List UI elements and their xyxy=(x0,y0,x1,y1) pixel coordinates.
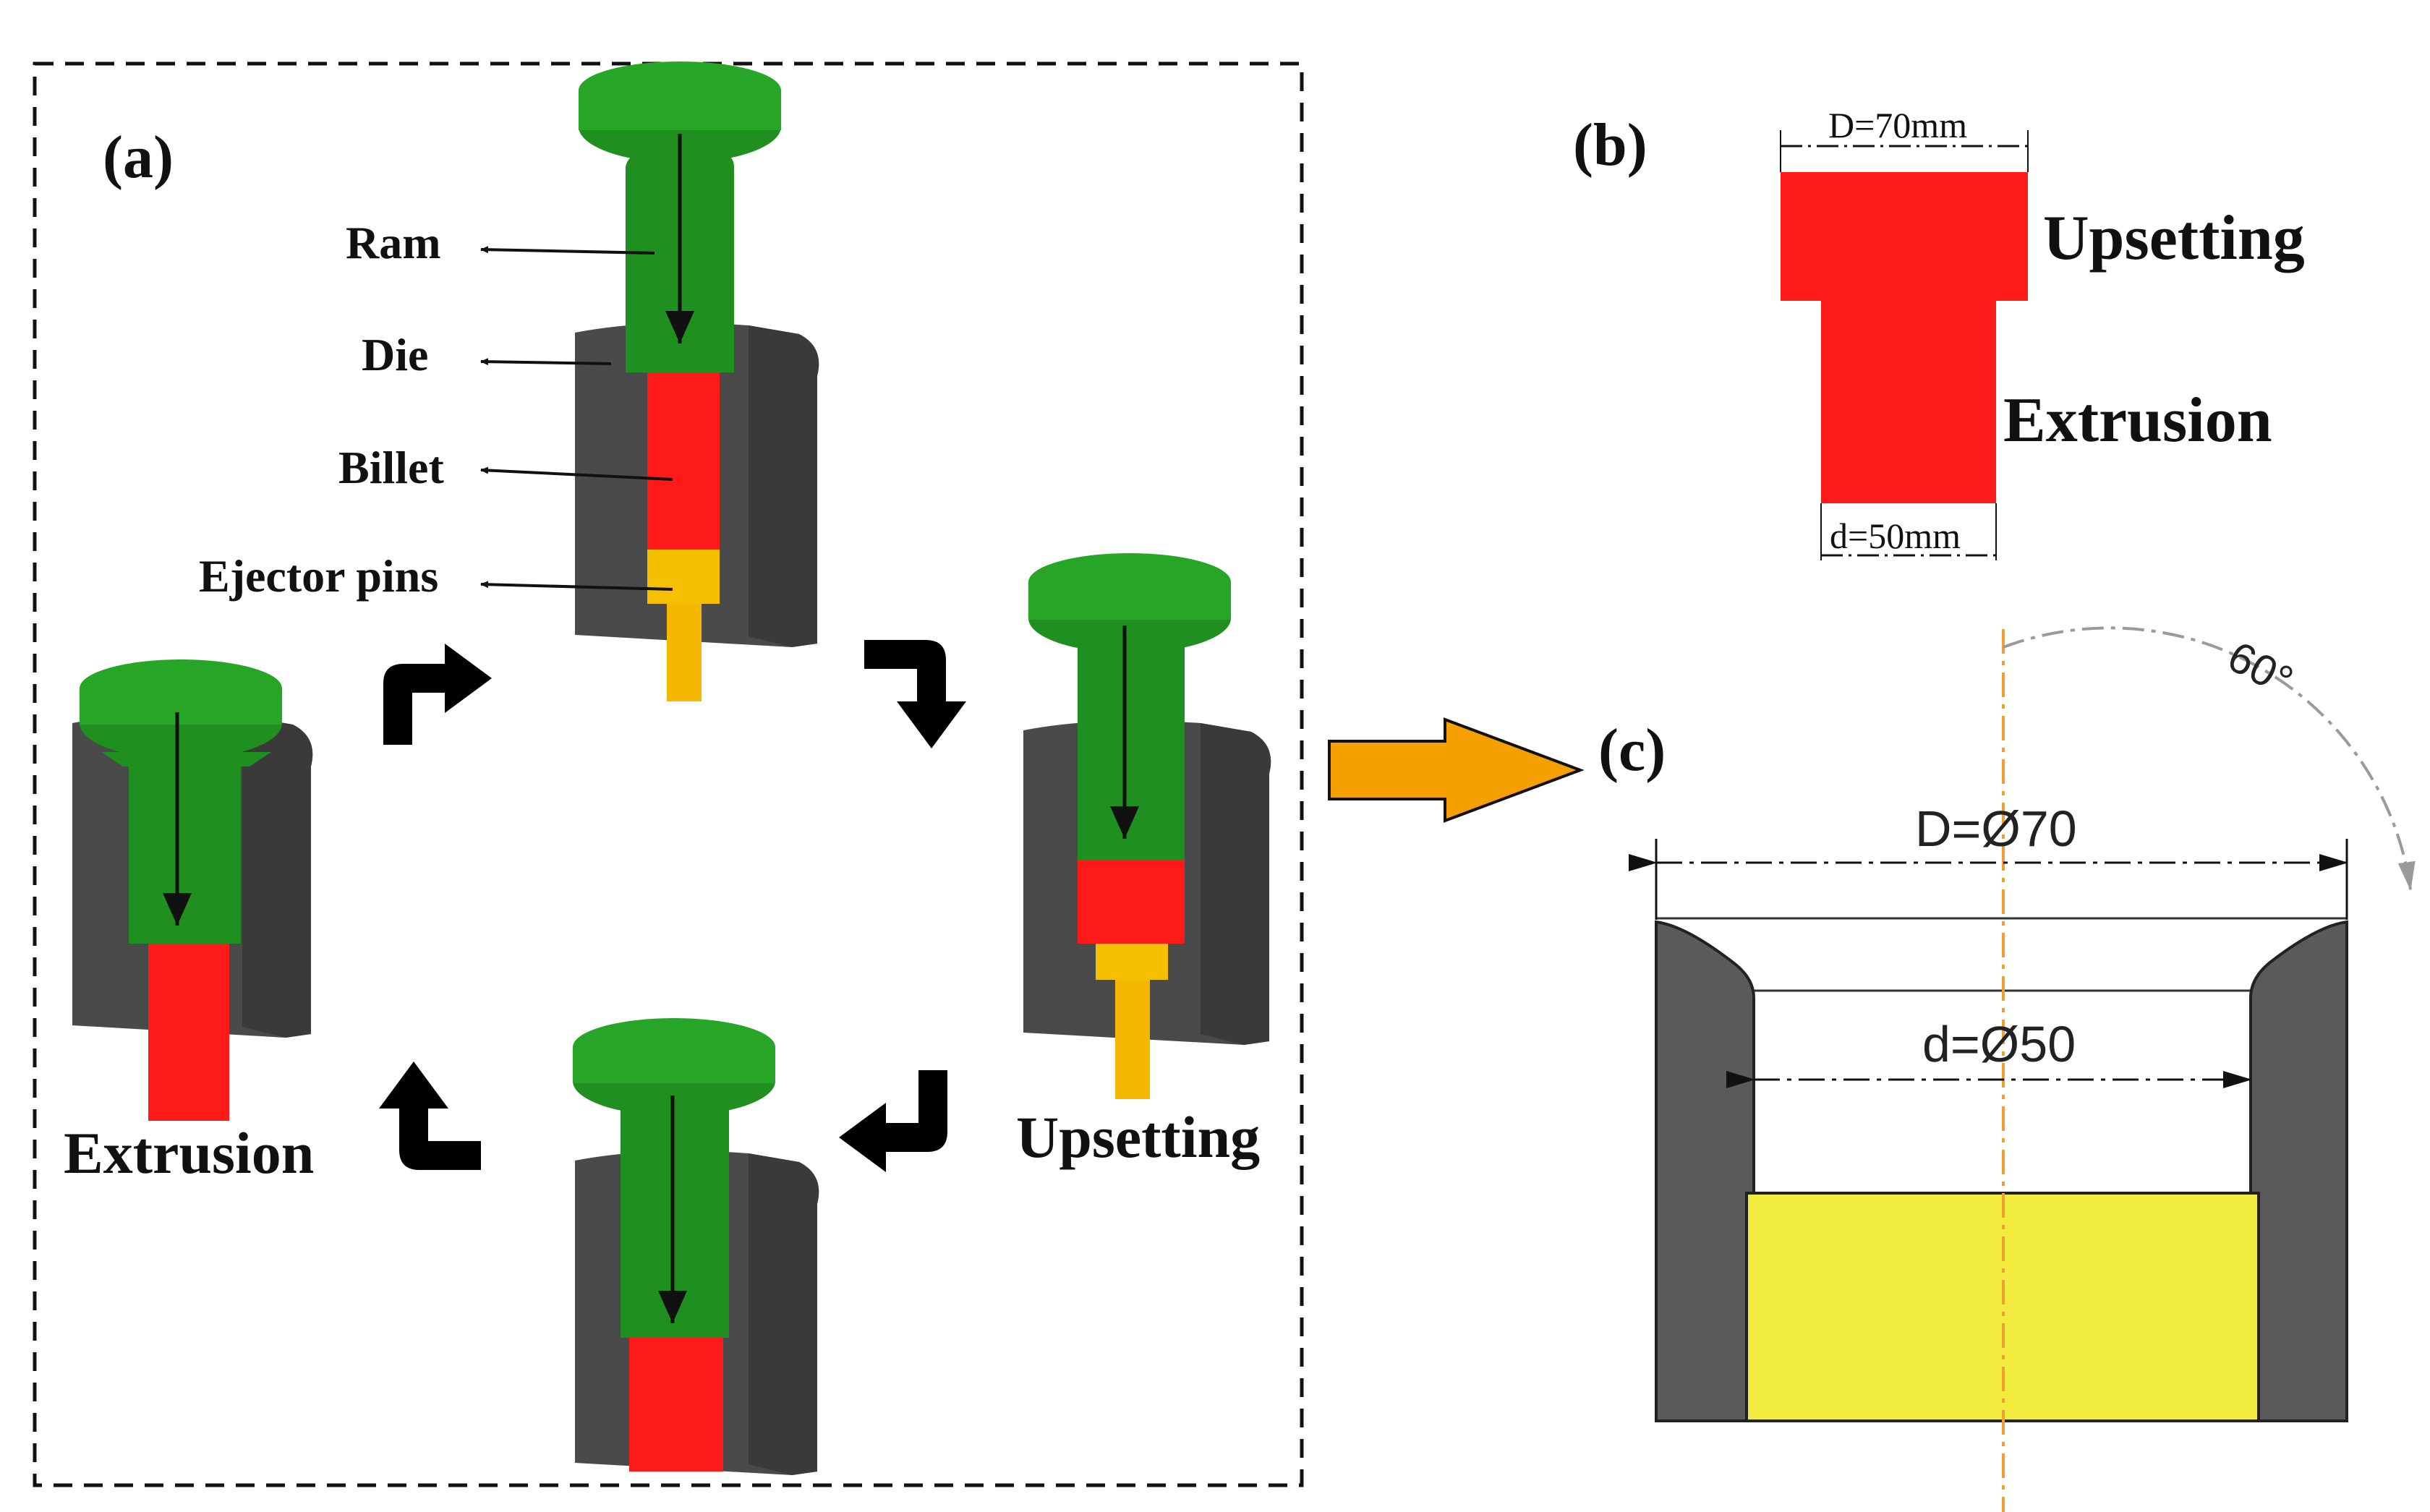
billet-left xyxy=(148,940,229,1121)
angle-arc xyxy=(2003,626,2416,891)
ram-stem-right xyxy=(1078,644,1185,860)
die-cross-section xyxy=(1655,917,2348,1422)
label-upsetting-b: Upsetting xyxy=(2043,203,2305,273)
stage-label-upsetting: Upsetting xyxy=(1016,1104,1260,1170)
billet-upsetting-section xyxy=(1781,172,2028,301)
die-wall-right xyxy=(2249,920,2348,1422)
panel-a-frame xyxy=(33,61,1304,1487)
label-die: Die xyxy=(362,329,428,380)
ram-stem-left xyxy=(129,752,241,944)
ejector-pin-right xyxy=(1115,962,1150,1099)
station-top xyxy=(575,61,819,701)
panel-a-tag: (a) xyxy=(103,124,174,191)
dim-d-label: d=50mm xyxy=(1830,516,1961,556)
dim-bottom-b xyxy=(1820,503,1997,560)
label-billet: Billet xyxy=(338,442,444,493)
stage-label-extrusion: Extrusion xyxy=(64,1120,314,1186)
cycle-arrow-3 xyxy=(839,1070,947,1172)
billet-extrusion-section xyxy=(1821,301,1996,503)
cycle-arrow-1 xyxy=(383,644,492,745)
billet-profile xyxy=(1781,172,2028,503)
dim-outer-label: D=Ø70 xyxy=(1915,800,2077,857)
label-ejector: Ejector pins xyxy=(199,550,438,602)
dim-inner-label: d=Ø50 xyxy=(1922,1016,2076,1072)
cycle-arrow-4 xyxy=(379,1062,481,1170)
label-extrusion-b: Extrusion xyxy=(2003,385,2272,456)
panel-b-tag: (b) xyxy=(1573,111,1647,179)
billet-top xyxy=(647,365,720,550)
ram-stem-bottom xyxy=(621,1106,729,1338)
dim-top-b xyxy=(1780,130,2029,172)
ejector-pin-top xyxy=(667,586,702,701)
die-wall-left xyxy=(1655,920,1755,1422)
angle-label: 60° xyxy=(2220,632,2301,706)
billet-bottom xyxy=(629,1334,723,1472)
station-bottom xyxy=(573,1018,819,1475)
cycle-arrows xyxy=(379,640,966,1172)
billet-right xyxy=(1078,853,1185,944)
part-labels: Ram Die Billet Ejector pins xyxy=(199,217,673,602)
dim-D-label: D=70mm xyxy=(1828,105,1967,145)
dim-outer-c xyxy=(1629,839,2348,920)
panel-c-tag: (c) xyxy=(1598,717,1666,784)
cycle-arrow-2 xyxy=(864,640,966,748)
transition-arrow xyxy=(1328,717,1585,823)
label-ram: Ram xyxy=(346,217,441,268)
station-left xyxy=(72,659,313,1121)
station-right xyxy=(1023,553,1271,1099)
